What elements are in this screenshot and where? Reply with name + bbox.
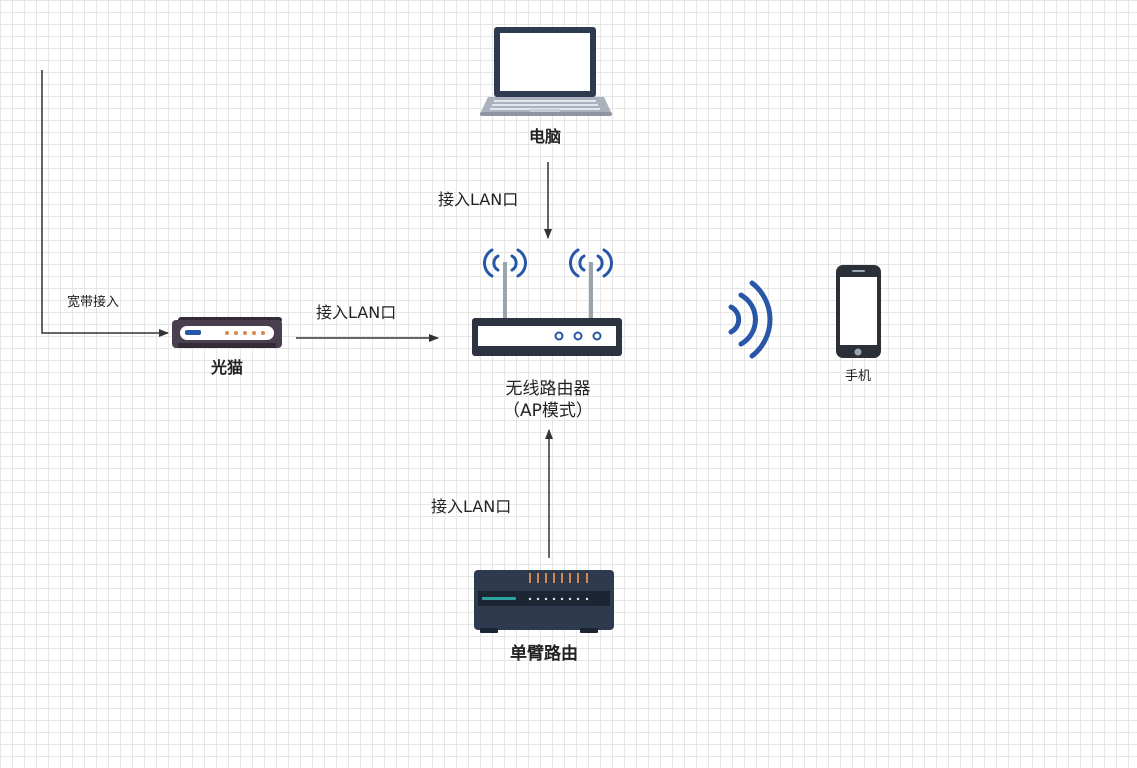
router-icon xyxy=(474,570,614,633)
modem-label: 光猫 xyxy=(210,358,243,377)
smartphone-icon xyxy=(836,265,881,358)
wifi-signal-icon xyxy=(728,280,773,359)
ap-router-mode-label: （AP模式） xyxy=(503,401,593,421)
modem-link-label: 接入LAN口 xyxy=(316,303,397,322)
laptop-link-label: 接入LAN口 xyxy=(438,190,519,209)
phone-label: 手机 xyxy=(844,369,871,384)
laptop-icon xyxy=(480,27,612,116)
broadband-line xyxy=(41,70,169,337)
broadband-label: 宽带接入 xyxy=(67,295,120,310)
side-router-label: 单臂路由 xyxy=(510,644,578,664)
ap-router-label: 无线路由器 xyxy=(505,379,591,399)
optical-modem-icon xyxy=(172,317,282,348)
laptop-label: 电脑 xyxy=(528,127,561,146)
wireless-router-icon xyxy=(472,248,622,356)
side-router-link-label: 接入LAN口 xyxy=(431,497,512,516)
